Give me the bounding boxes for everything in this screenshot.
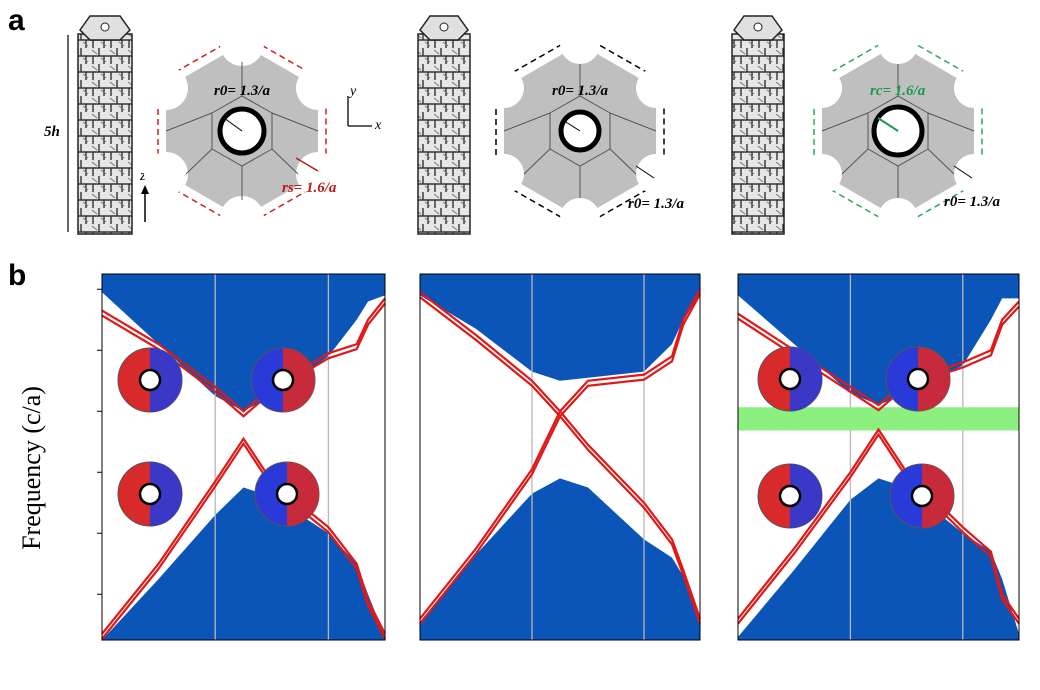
mode-profile-4 <box>254 461 320 527</box>
surface-band-1 <box>419 291 702 620</box>
profile-hole <box>906 367 930 391</box>
profile-half <box>287 462 319 526</box>
plot-frame <box>101 273 386 641</box>
mode-profile-1 <box>117 347 183 413</box>
xy-axes: y x <box>347 84 382 133</box>
cell-1-outer-label: rs= 1.6/a <box>282 180 337 196</box>
profile-half <box>790 464 822 528</box>
mode-profile-5 <box>757 346 823 412</box>
profile-half <box>283 348 315 412</box>
band-plot-3 <box>737 273 1020 641</box>
z-label: z <box>139 168 146 184</box>
plot-frame <box>737 273 1020 641</box>
profile-hole <box>275 482 299 506</box>
structure-group-1: 5h z r0= 1.3/a rs= 1.6/a <box>44 15 382 240</box>
profile-half <box>150 348 182 412</box>
mode-profile-6 <box>885 346 951 412</box>
profile-half <box>922 464 954 528</box>
cell-3-inner-label: rc= 1.6/a <box>870 83 926 99</box>
profile-hole <box>271 368 295 392</box>
pillar-1 <box>77 15 133 235</box>
unit-cell-2: r0= 1.3/a r0= 1.3/a <box>484 24 685 238</box>
panel-b-label: b <box>8 259 26 292</box>
cell-2-inner-label: r0= 1.3/a <box>552 83 609 99</box>
y-axis-label: y <box>348 84 357 99</box>
profile-hole <box>138 482 162 506</box>
plot-frame <box>419 273 701 641</box>
unit-cell-3: rc= 1.6/a r0= 1.3/a <box>802 24 1001 238</box>
unit-cell-1: r0= 1.3/a rs= 1.6/a <box>144 22 340 240</box>
cell-2-outer-label: r0= 1.3/a <box>628 196 685 212</box>
profile-hole <box>778 484 802 508</box>
cell-3-outer-label: r0= 1.3/a <box>944 194 1001 210</box>
mode-profile-7 <box>757 463 823 529</box>
surface-band-2 <box>419 288 701 620</box>
profile-half <box>790 347 822 411</box>
surface-band-2-pair <box>419 293 701 625</box>
band-plot-2 <box>419 273 702 641</box>
mode-profile-2 <box>250 347 316 413</box>
panel-a-label: a <box>8 4 25 37</box>
profile-hole <box>138 368 162 392</box>
pillar-3 <box>731 15 785 235</box>
height-label: 5h <box>44 124 60 140</box>
profile-hole <box>910 484 934 508</box>
structure-group-3: rc= 1.6/a r0= 1.3/a <box>731 15 1001 238</box>
profile-hole <box>778 367 802 391</box>
z-axis-arrow: z <box>139 168 149 222</box>
x-axis-label: x <box>374 118 382 133</box>
profile-half <box>150 462 182 526</box>
structure-group-2: r0= 1.3/a r0= 1.3/a <box>417 15 685 238</box>
mode-profile-insets <box>117 346 955 529</box>
surface-band-1-pair <box>419 296 702 625</box>
y-axis-title: Frequency (c/a) <box>17 386 46 550</box>
mode-profile-3 <box>117 461 183 527</box>
band-plots <box>97 273 1020 641</box>
profile-half <box>918 347 950 411</box>
topological-gap-band <box>738 407 1019 431</box>
band-plot-1 <box>97 273 386 641</box>
mode-profile-8 <box>889 463 955 529</box>
cell-1-inner-label: r0= 1.3/a <box>214 83 271 99</box>
pillar-2 <box>417 15 471 235</box>
